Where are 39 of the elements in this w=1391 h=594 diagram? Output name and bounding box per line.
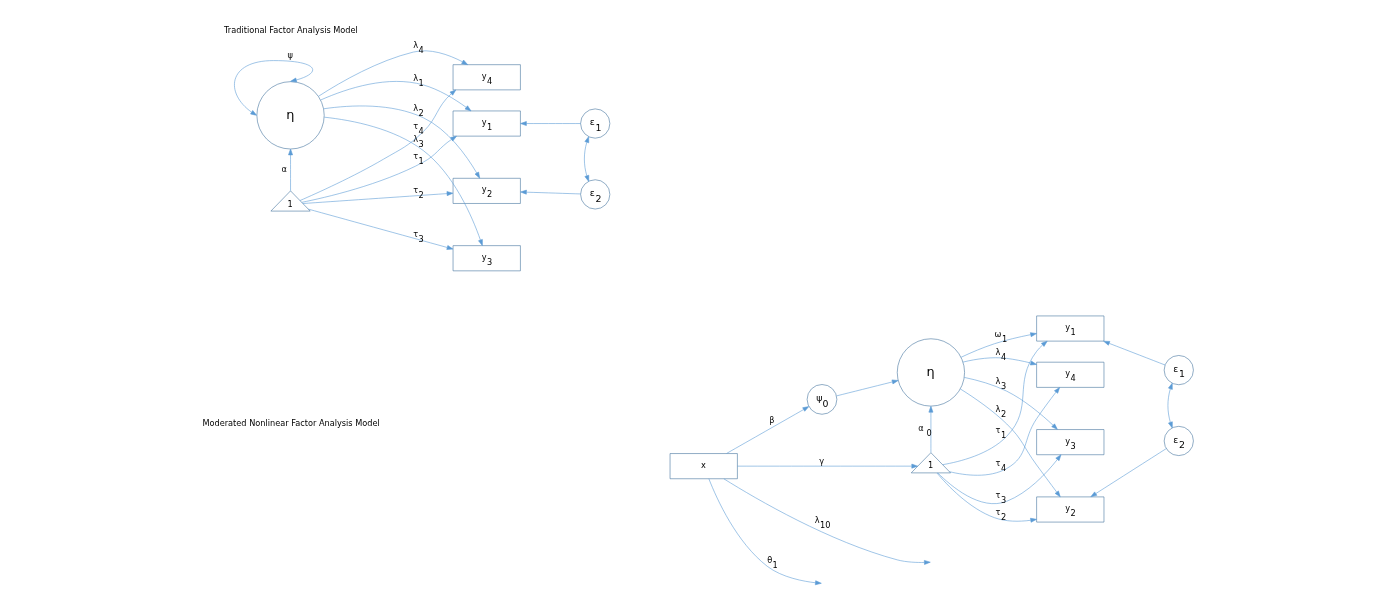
- arrow: [836, 379, 899, 397]
- arrow: [949, 387, 1060, 476]
- arrow: [928, 406, 934, 453]
- arrow: [960, 332, 1037, 358]
- arrow: [937, 454, 1062, 504]
- arrow: [726, 406, 810, 454]
- arrow: [963, 377, 1058, 430]
- arrow: [308, 208, 454, 250]
- node-circle: η: [256, 81, 325, 150]
- arrow: [962, 357, 1037, 366]
- arrow: [234, 60, 313, 116]
- arrow: [323, 105, 480, 179]
- edge-label: α: [281, 164, 287, 175]
- arrow: [1167, 382, 1173, 429]
- arrow: [1090, 448, 1167, 498]
- arrow: [708, 478, 822, 586]
- arrow: [520, 189, 581, 195]
- arrow: [320, 81, 472, 112]
- edge-label: γ: [819, 455, 825, 466]
- arrow: [737, 463, 918, 469]
- label: Traditional Factor Analysis Model: [224, 24, 358, 35]
- node-circle: η: [896, 338, 965, 407]
- arrow: [288, 148, 293, 192]
- arrow: [318, 50, 468, 97]
- edge-label: ψ: [287, 50, 294, 61]
- node-box: x: [669, 453, 738, 480]
- arrow: [302, 191, 454, 204]
- label: Moderated Nonlinear Factor Analysis Model: [202, 417, 380, 428]
- arrow: [936, 472, 1037, 523]
- arrow: [942, 340, 1048, 465]
- arrow: [584, 136, 590, 182]
- arrow: [520, 121, 581, 126]
- arrow: [960, 388, 1061, 498]
- arrow: [299, 89, 457, 201]
- arrow: [301, 135, 457, 203]
- arrow: [1103, 340, 1166, 366]
- edge-label: β: [769, 414, 775, 425]
- arrow: [723, 478, 931, 565]
- arrow: [324, 116, 483, 246]
